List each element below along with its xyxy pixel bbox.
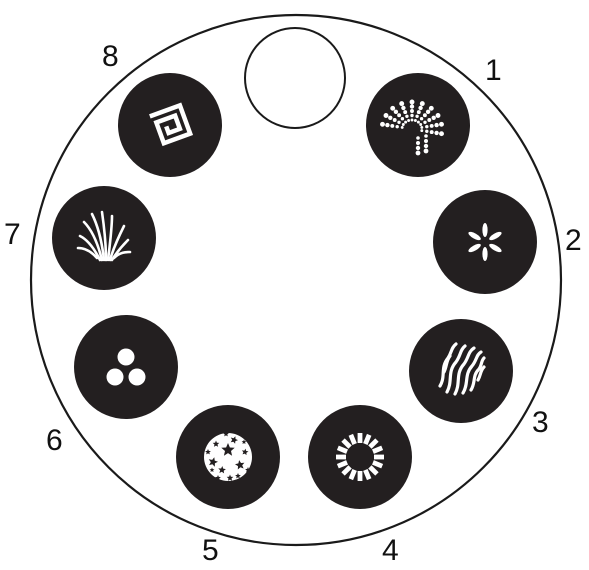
gobo-number-3: 3 [532, 406, 549, 439]
gobo-number-8: 8 [102, 40, 119, 73]
gobo-8 [118, 73, 222, 177]
gobo-3 [409, 319, 513, 423]
gobo-4 [308, 405, 412, 509]
gobo-5 [176, 405, 280, 509]
gobo-number-1: 1 [485, 54, 502, 87]
gobo-number-5: 5 [202, 534, 219, 567]
gobo-number-7: 7 [4, 218, 21, 251]
gobo-1 [366, 73, 470, 177]
gobo-7 [52, 186, 156, 290]
open-slot [245, 28, 345, 128]
gobo-2 [433, 190, 537, 294]
gobo-number-4: 4 [382, 534, 399, 567]
gobo-number-2: 2 [565, 224, 582, 257]
gobo-6 [74, 315, 178, 419]
gobo-number-6: 6 [46, 424, 63, 457]
